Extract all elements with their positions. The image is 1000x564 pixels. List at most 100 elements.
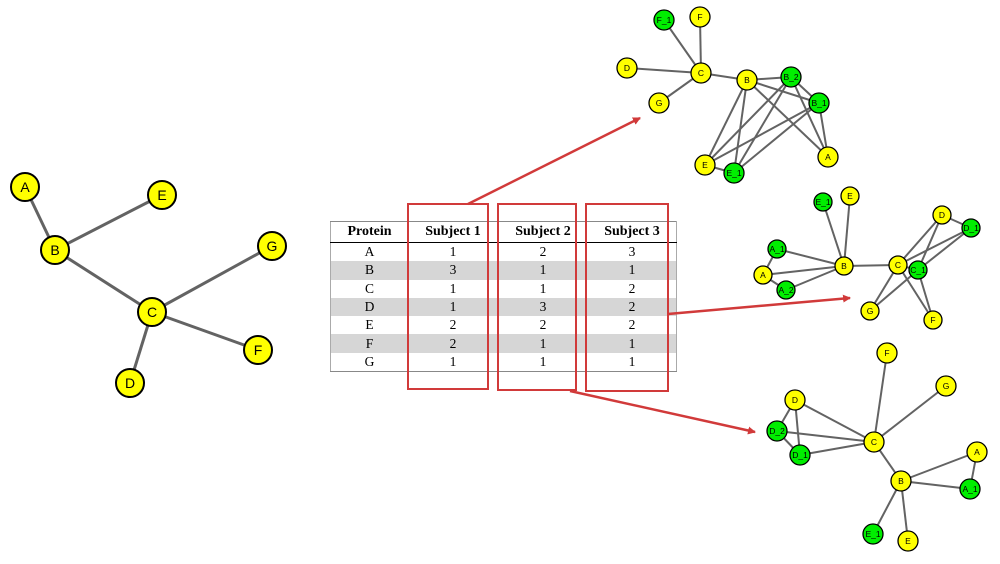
subject-3-node-label-d-2: D_2 — [769, 426, 785, 436]
subject-3-node-g — [935, 375, 957, 397]
subject-3-edge-b-a — [900, 451, 978, 482]
subject-2-node-label-b: B — [841, 261, 847, 271]
subject-2-node-f — [923, 310, 943, 330]
table-cell: A — [364, 244, 375, 260]
subject-3-node-d — [784, 389, 806, 411]
subject-2-node-label-c-1: C_1 — [910, 265, 926, 275]
subject-2-edge-e-1-b — [822, 201, 845, 267]
table-cell: 2 — [539, 244, 547, 260]
subject-2-node-a-1 — [767, 239, 787, 259]
subject-3-node-f — [876, 342, 898, 364]
table-row: C 1 1 2 — [331, 280, 677, 298]
subject-1-node-g — [648, 92, 670, 114]
subject-1-edge-f-1-c — [663, 19, 702, 74]
subject-2-node-label-e: E — [847, 191, 853, 201]
subject-1-edge-b-e — [704, 79, 748, 166]
subject-3-node-label-g: G — [943, 381, 950, 391]
table-row: A 1 2 3 — [331, 243, 677, 262]
base-node-c — [137, 297, 167, 327]
base-node-a — [10, 172, 40, 202]
subject-1-node-label-e: E — [702, 160, 708, 170]
subject-2-node-label-a-1: A_1 — [769, 244, 784, 254]
subject-3-node-d-2 — [766, 420, 788, 442]
subject-3-edge-b-a-1 — [900, 480, 971, 490]
base-node-label-f: F — [254, 342, 263, 358]
subject-3-edge-d-1-c — [799, 441, 875, 456]
subject-1-node-b — [736, 69, 758, 91]
subject-3-node-label-c: C — [871, 437, 877, 447]
table-row: D 1 3 2 — [330, 297, 677, 317]
subject-1-node-b-2 — [780, 66, 802, 88]
subject-2-node-label-d: D — [939, 210, 945, 220]
subject-2-edge-d-1-c-1 — [917, 227, 972, 271]
subject-3-node-label-a-1: A_1 — [962, 484, 977, 494]
subject-2-node-label-a-2: A_2 — [778, 285, 793, 295]
base-node-b — [40, 235, 70, 265]
base-node-label-d: D — [125, 375, 135, 391]
subject-3-node-e-1 — [862, 523, 884, 545]
subject-3-node-a-1 — [959, 478, 981, 500]
base-edge-c-g — [151, 244, 273, 314]
subject-1-node-b-1 — [808, 92, 830, 114]
table-header-subject-3: Subject 3 — [588, 221, 677, 243]
subject-2-node-label-c: C — [895, 260, 901, 270]
table-cell: 1 — [588, 334, 677, 353]
subject-1-node-e — [694, 154, 716, 176]
subject-2-node-e-1 — [813, 192, 833, 212]
base-node-label-a: A — [20, 179, 30, 195]
subject-3-node-b — [890, 470, 912, 492]
subject-1-node-d — [616, 57, 638, 79]
subject-2-edge-a-b — [762, 265, 845, 276]
subject-3-node-d-1 — [789, 444, 811, 466]
table-cell: 3 — [408, 261, 498, 280]
table-cell: C — [364, 280, 374, 296]
subject-3-node-a — [966, 441, 988, 463]
subject-2-node-d — [932, 205, 952, 225]
subject-1-node-label-e-1: E_1 — [726, 168, 741, 178]
subject-2-node-label-f: F — [930, 315, 935, 325]
base-node-label-b: B — [50, 242, 59, 258]
subject-1-edge-b-1-e-1 — [733, 102, 820, 174]
subject-2-node-e — [840, 186, 860, 206]
table-row: E 2 2 2 — [331, 316, 677, 334]
subject-1-node-f — [689, 6, 711, 28]
subject-1-edge-b-a — [746, 79, 829, 158]
table-header-subject-1: Subject 1 — [408, 221, 498, 243]
subject-1-node-label-g: G — [656, 98, 663, 108]
subject-1-node-c — [690, 62, 712, 84]
subject-2-node-c-1 — [908, 260, 928, 280]
subject-3-node-label-f: F — [884, 348, 889, 358]
table-cell: 1 — [408, 297, 498, 317]
table-cell: 1 — [498, 261, 588, 280]
table-cell: 2 — [628, 280, 636, 296]
table-cell: 1 — [588, 261, 677, 280]
subject-2-edge-c-d — [897, 214, 943, 266]
table-header-row: Protein Subject 1 Subject 2 Subject 3 — [330, 221, 677, 243]
table-cell: D — [330, 297, 408, 317]
subject-3-node-label-b: B — [898, 476, 904, 486]
subject-2-node-b — [834, 256, 854, 276]
subject-2-edge-d-c-1 — [917, 214, 943, 271]
base-node-e — [147, 180, 177, 210]
subject-2-edge-a-1-b — [776, 248, 845, 267]
subject-1-node-label-b-1: B_1 — [811, 98, 826, 108]
subject-1-node-label-b-2: B_2 — [783, 72, 798, 82]
subject-3-node-c — [863, 431, 885, 453]
subject-2-node-label-e-1: E_1 — [815, 197, 830, 207]
table-cell: 2 — [628, 317, 636, 333]
table-cell: F — [330, 334, 408, 353]
table-row: B 3 1 1 — [330, 261, 677, 280]
subject-1-node-label-c: C — [698, 68, 704, 78]
subject-2-node-d-1 — [961, 218, 981, 238]
base-node-d — [115, 368, 145, 398]
subject-1-node-label-a: A — [825, 152, 831, 162]
table-cell: 2 — [408, 334, 498, 353]
subject-1-node-e-1 — [723, 162, 745, 184]
subject-3-node-label-d: D — [792, 395, 798, 405]
base-node-label-g: G — [267, 238, 278, 254]
subject-3-edge-d-2-c — [776, 430, 875, 443]
